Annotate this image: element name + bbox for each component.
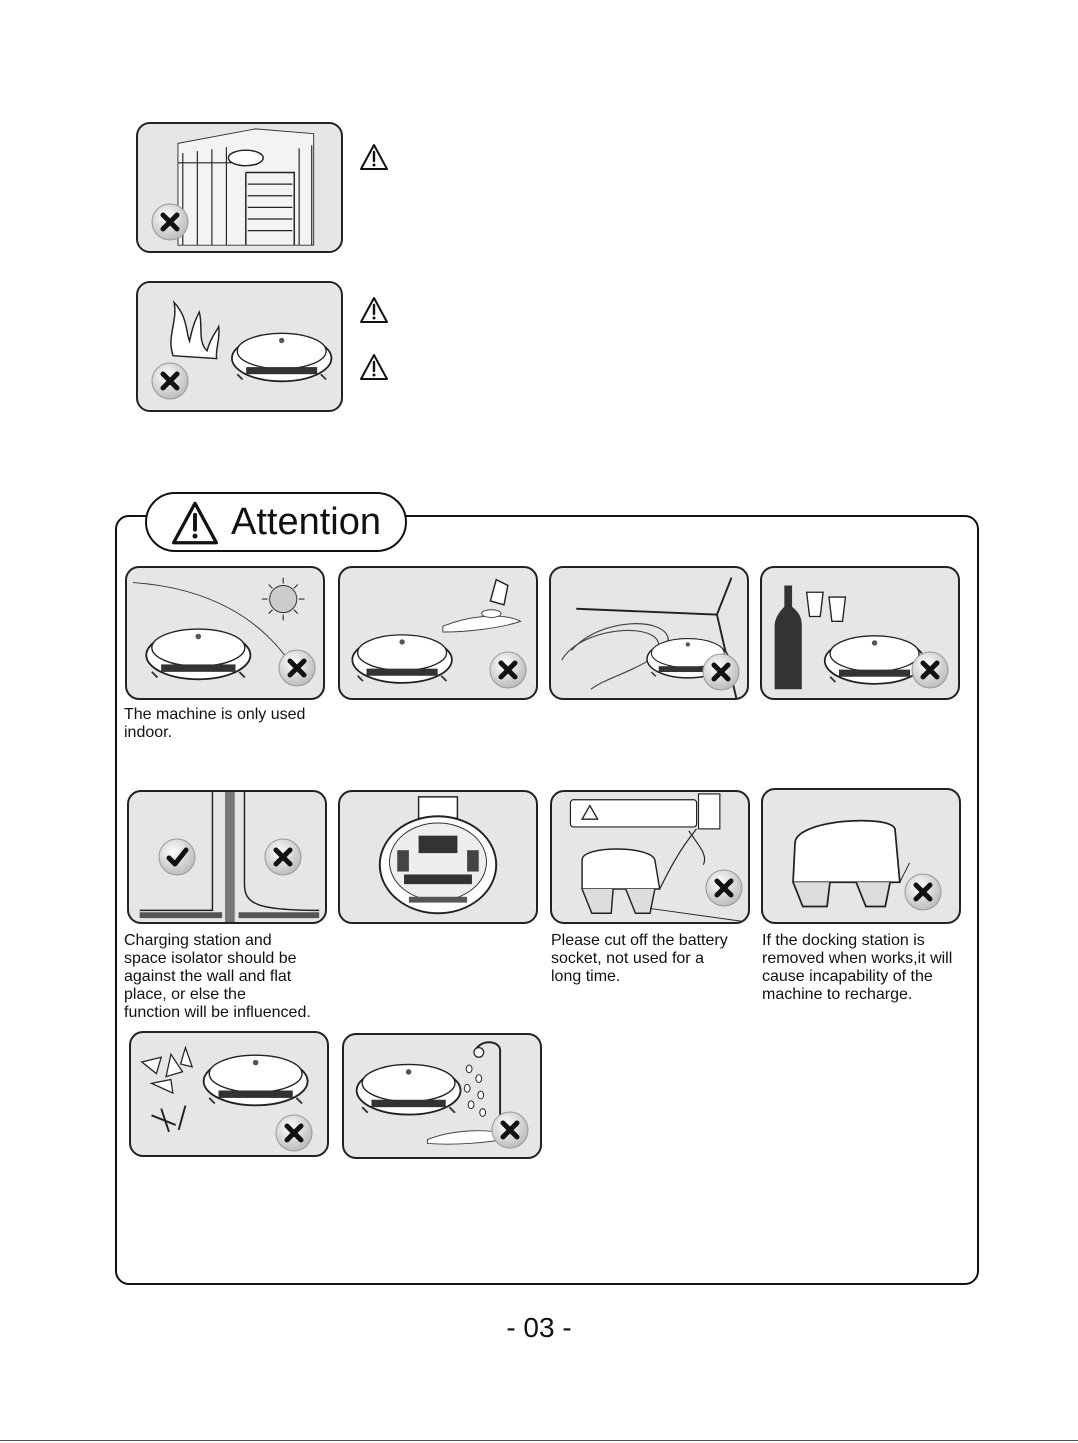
- cross-icon: [150, 361, 190, 401]
- robot-spill-illustration: [351, 578, 522, 684]
- cross-icon: [150, 202, 190, 242]
- cross-icon: [263, 837, 303, 877]
- robot-bottles-illustration: [774, 585, 926, 690]
- liquid-spill-panel: [338, 566, 538, 700]
- docking-station-illustration: [792, 819, 910, 908]
- warning-icon: [169, 500, 221, 546]
- bottom-rule: [0, 1440, 1078, 1441]
- cross-icon: [704, 868, 744, 908]
- robot-underside-illustration: [378, 796, 498, 915]
- attention-frame: [115, 515, 979, 1285]
- stairs-warning-panel: [136, 122, 343, 253]
- cross-icon: [910, 650, 950, 690]
- warning-icon: [359, 296, 389, 324]
- cables-panel: [549, 566, 749, 700]
- robot-sun-illustration: [132, 577, 305, 681]
- check-icon: [157, 837, 197, 877]
- cross-icon: [903, 872, 943, 912]
- wall-placement-illustration: [139, 792, 320, 922]
- caption-indoor: The machine is only used indoor.: [124, 706, 306, 741]
- cross-icon: [274, 1113, 314, 1153]
- bottles-panel: [760, 566, 960, 700]
- caption-battery-socket: Please cut off the battery socket, not u…: [551, 932, 728, 985]
- cross-icon: [701, 652, 741, 692]
- cross-icon: [490, 1110, 530, 1150]
- battery-socket-panel: [550, 790, 750, 924]
- attention-heading: Attention: [145, 492, 407, 552]
- robot-underside-panel: [338, 790, 538, 924]
- page-number: - 03 -: [506, 1312, 572, 1343]
- caption-charging-station: Charging station and space isolator shou…: [124, 932, 311, 1021]
- caption-docking-removed: If the docking station is removed when w…: [762, 932, 953, 1003]
- cross-icon: [488, 650, 528, 690]
- charging-placement-panel: [127, 790, 327, 924]
- warning-icon: [359, 143, 389, 171]
- docking-unplug-illustration: [569, 793, 748, 922]
- cross-icon: [277, 648, 317, 688]
- sunlight-panel: [125, 566, 325, 700]
- attention-title: Attention: [231, 501, 381, 543]
- water-panel: [342, 1033, 542, 1159]
- fire-warning-panel: [136, 281, 343, 412]
- warning-icon: [359, 353, 389, 381]
- sharp-objects-panel: [129, 1031, 329, 1157]
- robot-shards-illustration: [140, 1045, 309, 1133]
- docking-removed-panel: [761, 788, 961, 924]
